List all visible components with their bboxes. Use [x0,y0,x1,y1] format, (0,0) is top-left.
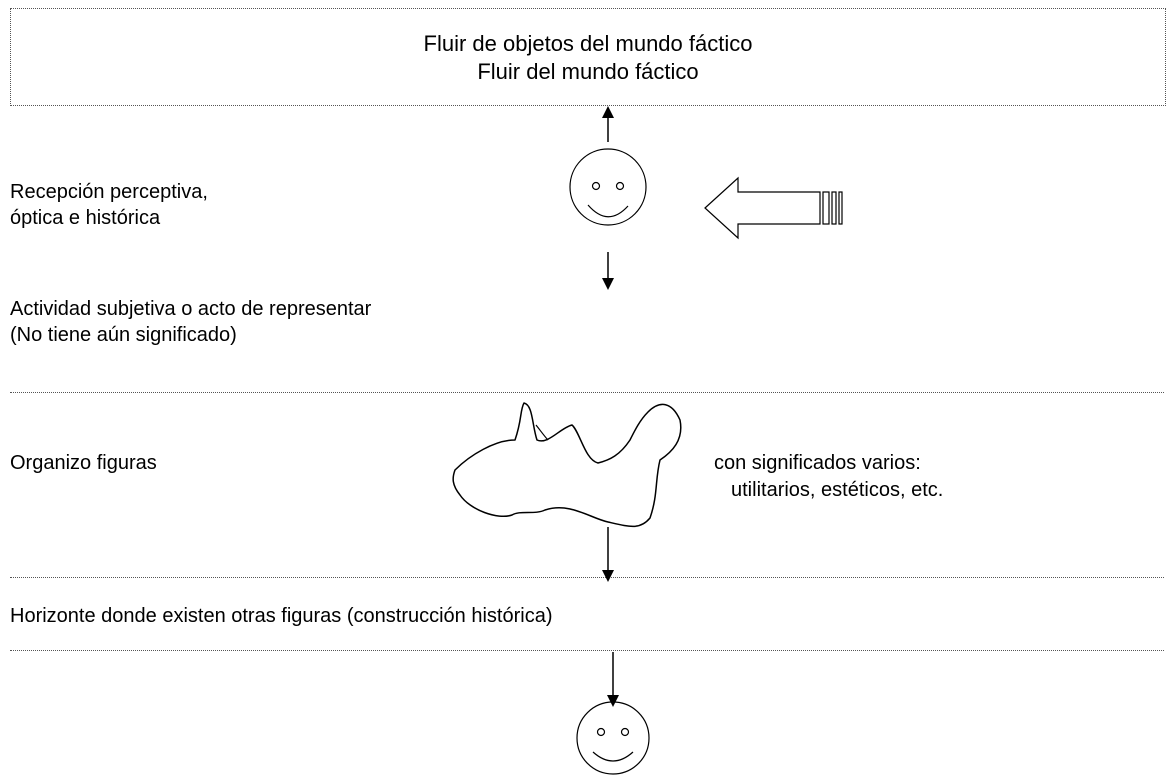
arrow-down-icon [602,252,614,290]
smiley-face-icon [569,148,647,226]
activity-label-line1: Actividad subjetiva o acto de representa… [10,298,372,320]
divider-1 [10,392,1164,393]
arrow-down-icon [607,652,619,707]
arrow-down-icon [602,527,614,582]
world-flow-box: Fluir de objetos del mundo fáctico Fluir… [10,8,1166,106]
world-flow-subtitle: Fluir del mundo fáctico [477,59,699,84]
smiley-face-icon [576,701,650,775]
meaning-label-line2: utilitarios, estéticos, etc. [731,479,944,501]
meaning-label-line1: con significados varios: [714,452,921,474]
horizon-label: Horizonte donde existen otras figuras (c… [10,605,553,627]
divider-3 [10,650,1164,651]
arrow-up-icon [602,106,614,142]
organize-label: Organizo figuras [10,452,157,474]
block-arrow-left-icon [704,176,843,240]
reception-label-line1: Recepción perceptiva, [10,181,208,203]
reception-label-line2: óptica e histórica [10,207,161,229]
world-flow-title: Fluir de objetos del mundo fáctico [423,31,753,56]
irregular-figure-icon [452,402,682,528]
divider-2 [10,577,1164,578]
activity-label-line2: (No tiene aún significado) [10,324,237,346]
